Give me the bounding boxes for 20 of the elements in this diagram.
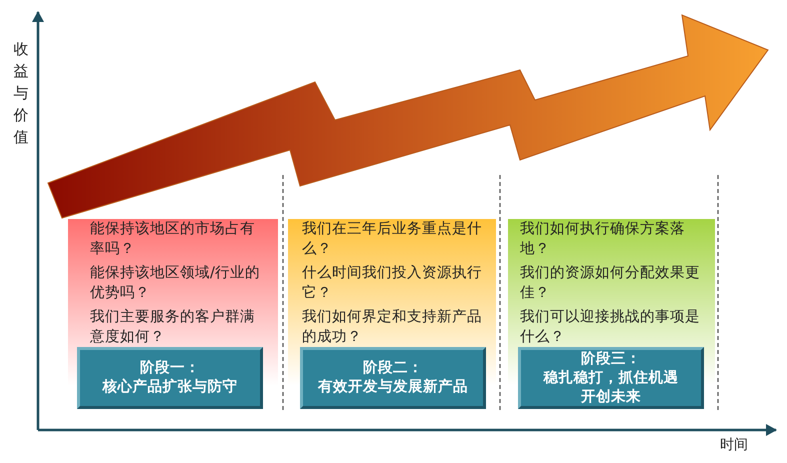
stage-title: 阶段一： bbox=[139, 359, 201, 378]
question-text: 我们的资源如何分配效果更佳？ bbox=[520, 264, 701, 303]
question-text: 什么时间我们投入资源执行它？ bbox=[302, 264, 483, 303]
question-text: 能保持该地区的市场占有率吗？ bbox=[90, 220, 256, 259]
question-text: 我们如何执行确保方案落地？ bbox=[520, 220, 686, 259]
stage-box bbox=[77, 347, 263, 409]
question-text: 我们如何界定和支持新产品的成功？ bbox=[302, 308, 483, 347]
question-text: 我们在三年后业务重点是什么？ bbox=[302, 220, 483, 259]
stage-title: 阶段三： bbox=[580, 350, 642, 368]
stage-description: 核心产品扩张与防守 bbox=[101, 378, 238, 397]
stage-box bbox=[518, 347, 704, 409]
stage-description: 稳扎稳打，抓住机遇开创未来 bbox=[542, 368, 680, 406]
axis-label: 收益与价值 bbox=[12, 39, 30, 148]
question-text: 我们主要服务的客户群满意度如何？ bbox=[90, 308, 256, 347]
question-text: 能保持该地区领域/行业的优势吗？ bbox=[90, 264, 261, 303]
question-text: 我们可以迎接挑战的事项是什么？ bbox=[520, 308, 701, 347]
stage-description: 有效开发与发展新产品 bbox=[316, 378, 469, 397]
axis-label: 时间 bbox=[720, 436, 748, 454]
stage-box bbox=[300, 347, 486, 409]
stage-title: 阶段二： bbox=[362, 359, 424, 378]
